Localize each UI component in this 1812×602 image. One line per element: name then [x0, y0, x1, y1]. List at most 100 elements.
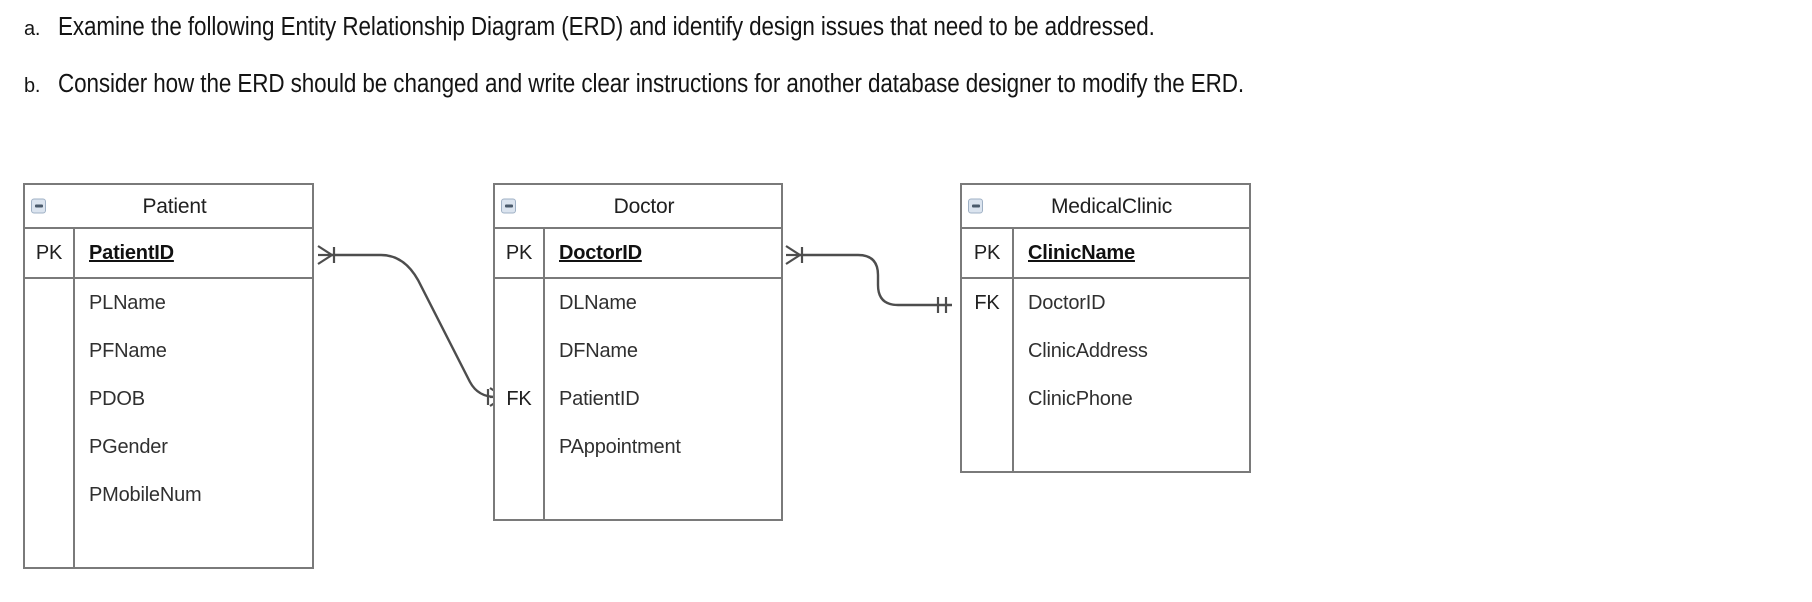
entity-patient-header: Patient — [25, 185, 312, 229]
crowsfoot-doctor-clinic-end — [785, 245, 804, 265]
attribute-name: DoctorID — [1028, 291, 1106, 314]
table-row — [495, 327, 543, 375]
table-row: ClinicPhone — [1014, 375, 1249, 423]
entity-medicalclinic-header: MedicalClinic — [962, 185, 1249, 229]
entity-doctor-key-section: PK DoctorID — [495, 229, 781, 279]
table-row: DoctorID — [1014, 279, 1249, 327]
instruction-marker-b: b. — [24, 75, 41, 97]
entity-medicalclinic-name-column: ClinicName — [1014, 229, 1249, 277]
entity-patient-attribute-section: PLName PFName PDOB PGender PMobileNum — [25, 279, 312, 567]
entity-patient-name-column: PatientID — [75, 229, 312, 277]
key-label: PK — [35, 241, 63, 264]
entity-doctor-key-column: PK — [495, 229, 545, 277]
entity-doctor-attribute-section: FK DLName DFName PatientID PAppointm — [495, 279, 781, 519]
minus-box-icon[interactable] — [31, 198, 46, 214]
entity-medicalclinic-attribute-section: FK DoctorID ClinicAddress ClinicPho — [962, 279, 1249, 471]
table-row: DFName — [545, 327, 781, 375]
attribute-name: PMobileNum — [89, 483, 202, 506]
entity-medicalclinic[interactable]: MedicalClinic PK ClinicName FK — [960, 183, 1251, 473]
key-label: PK — [505, 241, 533, 264]
entity-doctor[interactable]: Doctor PK DoctorID — [493, 183, 783, 521]
instruction-text-b: Consider how the ERD should be changed a… — [58, 70, 1245, 98]
minus-box-icon[interactable] — [968, 198, 983, 214]
table-row: DoctorID — [545, 229, 781, 277]
table-row — [25, 375, 73, 423]
table-row: PatientID — [545, 375, 781, 423]
table-row: ClinicAddress — [1014, 327, 1249, 375]
attribute-name: ClinicPhone — [1028, 387, 1133, 410]
table-row: FK — [495, 375, 543, 423]
table-row: FK — [962, 279, 1012, 327]
minus-glyph — [34, 204, 43, 208]
instruction-marker-a: a. — [24, 18, 41, 40]
table-row — [962, 375, 1012, 423]
instruction-text-a: Examine the following Entity Relationshi… — [58, 13, 1155, 41]
entity-patient[interactable]: Patient PK PatientID — [23, 183, 314, 569]
table-row — [25, 423, 73, 471]
table-row: DLName — [545, 279, 781, 327]
minus-glyph — [504, 204, 513, 208]
attribute-name: PatientID — [89, 241, 174, 264]
entity-patient-title: Patient — [142, 194, 207, 218]
table-row — [25, 327, 73, 375]
minus-box-icon[interactable] — [501, 198, 516, 214]
one-and-only-one-clinic-end — [936, 297, 948, 313]
table-row-blank — [1014, 423, 1249, 471]
entity-medicalclinic-key-section: PK ClinicName — [962, 229, 1249, 279]
table-row: PMobileNum — [75, 471, 312, 519]
table-row: PK — [495, 229, 543, 277]
table-row — [495, 279, 543, 327]
attribute-name: PatientID — [559, 387, 640, 410]
table-row: PLName — [75, 279, 312, 327]
table-row-blank — [495, 471, 543, 519]
table-row: PFName — [75, 327, 312, 375]
table-row: ClinicName — [1014, 229, 1249, 277]
crowsfoot-patient-end — [317, 245, 336, 265]
entity-doctor-attr-name-column: DLName DFName PatientID PAppointment — [545, 279, 781, 519]
table-row — [25, 471, 73, 519]
table-row — [495, 423, 543, 471]
table-row-blank — [962, 423, 1012, 471]
table-row: PAppointment — [545, 423, 781, 471]
entity-doctor-attr-key-column: FK — [495, 279, 545, 519]
entity-medicalclinic-attr-name-column: DoctorID ClinicAddress ClinicPhone — [1014, 279, 1249, 471]
entity-medicalclinic-title: MedicalClinic — [1050, 194, 1173, 218]
attribute-name: DoctorID — [559, 241, 642, 264]
table-row: PatientID — [75, 229, 312, 277]
attribute-name: PGender — [89, 435, 168, 458]
table-row-blank — [25, 519, 73, 567]
instruction-item-b: b. Consider how the ERD should be change… — [24, 70, 1406, 99]
table-row: PGender — [75, 423, 312, 471]
connector-patient-doctor — [332, 253, 504, 399]
table-row-blank — [545, 471, 781, 519]
attribute-name: DFName — [559, 339, 638, 362]
table-row: PK — [962, 229, 1012, 277]
attribute-name: DLName — [559, 291, 637, 314]
entity-doctor-header: Doctor — [495, 185, 781, 229]
attribute-name: ClinicAddress — [1028, 339, 1148, 362]
entity-patient-attr-key-column — [25, 279, 75, 567]
minus-glyph — [971, 204, 980, 208]
attribute-name: PLName — [89, 291, 166, 314]
table-row-blank — [75, 519, 312, 567]
table-row — [962, 327, 1012, 375]
attribute-name: PDOB — [89, 387, 145, 410]
entity-doctor-name-column: DoctorID — [545, 229, 781, 277]
entity-patient-key-section: PK PatientID — [25, 229, 312, 279]
instruction-item-a: a. Examine the following Entity Relation… — [24, 13, 1304, 42]
entity-medicalclinic-attr-key-column: FK — [962, 279, 1014, 471]
key-label: PK — [973, 241, 1001, 264]
entity-patient-key-column: PK — [25, 229, 75, 277]
attribute-name: PAppointment — [559, 435, 681, 458]
table-row: PK — [25, 229, 73, 277]
key-label: FK — [974, 291, 1000, 314]
entity-patient-attr-name-column: PLName PFName PDOB PGender PMobileNum — [75, 279, 312, 567]
connector-doctor-medicalclinic — [800, 253, 952, 307]
entity-medicalclinic-key-column: PK — [962, 229, 1014, 277]
entity-doctor-title: Doctor — [613, 194, 675, 218]
table-row — [25, 279, 73, 327]
attribute-name: PFName — [89, 339, 167, 362]
table-row: PDOB — [75, 375, 312, 423]
